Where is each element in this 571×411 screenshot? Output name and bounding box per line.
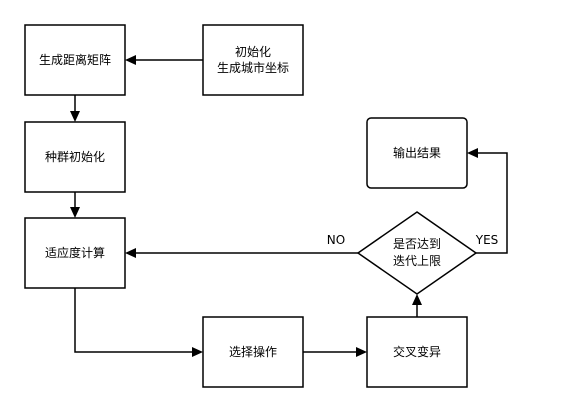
arrowhead-right [192,347,203,357]
edge-line [476,152,508,254]
arrowhead-down [70,111,80,122]
node-distance-matrix: 生成距离矩阵 [24,24,126,96]
node-output: 输出结果 [366,117,468,189]
edge-label-yes: YES [475,233,499,247]
edge-fitness-to-selection [74,288,203,357]
node-fitness-label: 适应度计算 [45,245,105,260]
arrowhead-up [412,294,422,305]
edge-check-to-output-yes: YES [467,148,508,254]
node-crossover-mutation-box [366,316,468,388]
node-selection: 选择操作 [202,316,304,388]
arrowhead-right [356,347,367,357]
node-fitness: 适应度计算 [24,217,126,289]
node-population-init-box [24,121,126,193]
edge-population-to-fitness [70,192,80,218]
node-population-init: 种群初始化 [24,121,126,193]
node-init-box [202,24,304,96]
node-init-city-coords: 初始化 生成城市坐标 [202,24,304,96]
edge-line [74,288,193,353]
node-selection-box [202,316,304,388]
node-init-label-line2: 生成城市坐标 [217,60,289,75]
arrowhead-left [125,55,136,65]
node-selection-label: 选择操作 [229,344,277,359]
node-init-label-line1: 初始化 [235,45,271,59]
arrowhead-left [467,148,478,158]
node-iteration-check-label-line2: 迭代上限 [393,254,441,268]
node-distance-matrix-box [24,24,126,96]
node-iteration-check-diamond [356,211,478,295]
node-iteration-check: 是否达到 迭代上限 [356,211,478,295]
arrowhead-left [125,248,136,258]
edge-crossover-to-check [412,294,422,317]
node-population-init-label: 种群初始化 [45,150,105,164]
edge-check-to-fitness-no: NO [125,233,358,258]
node-iteration-check-label-line1: 是否达到 [393,237,441,251]
node-distance-matrix-label: 生成距离矩阵 [39,52,111,67]
edge-distance-matrix-to-population [70,95,80,122]
node-output-label: 输出结果 [393,145,441,160]
edge-label-no: NO [327,233,345,247]
arrowhead-down [70,207,80,218]
node-crossover-mutation-label: 交叉变异 [393,344,441,359]
edge-selection-to-crossover [303,347,367,357]
edge-init-to-distance-matrix [125,55,203,65]
node-crossover-mutation: 交叉变异 [366,316,468,388]
